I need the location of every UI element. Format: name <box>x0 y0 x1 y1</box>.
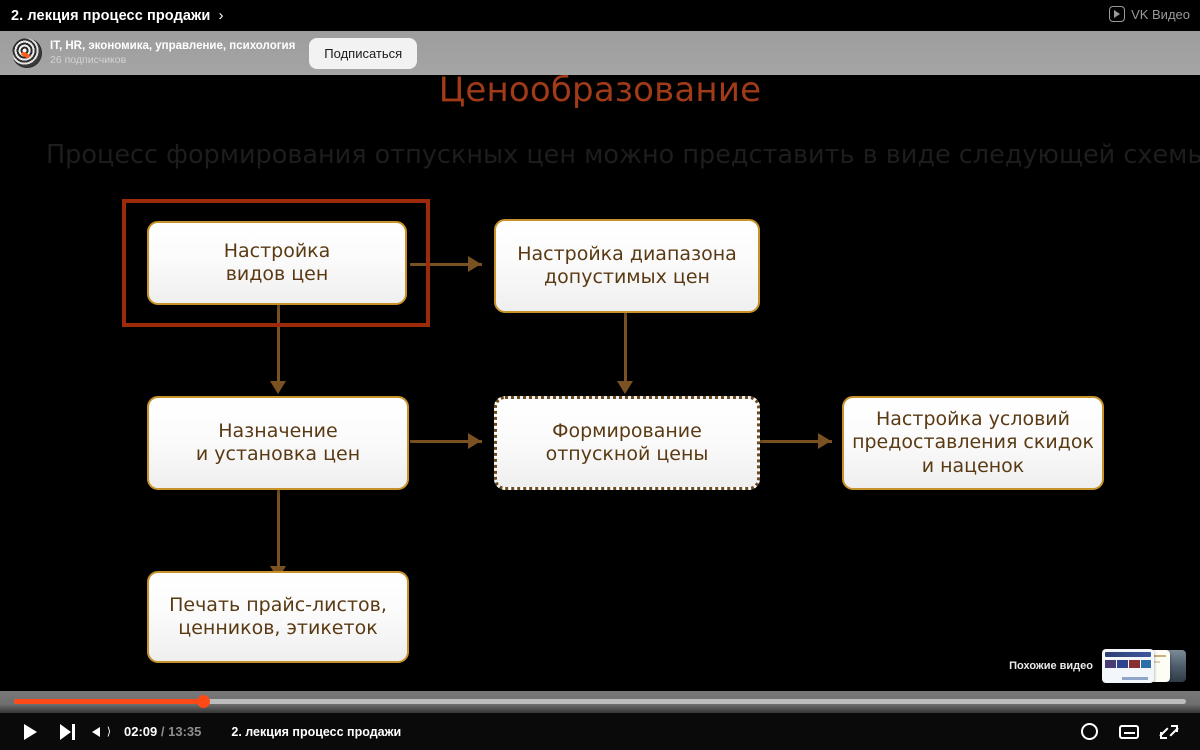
video-title[interactable]: 2. лекция процесс продажи <box>11 7 211 24</box>
node-line-1: Настройка условий <box>876 408 1070 431</box>
related-videos-thumbnail[interactable] <box>1102 648 1186 684</box>
thumbnail-front <box>1102 649 1154 683</box>
connector-n1-to-n3 <box>277 303 280 385</box>
channel-avatar[interactable] <box>12 38 42 68</box>
duration: 13:35 <box>168 724 202 739</box>
arrow-head-n3-to-n4 <box>468 433 481 449</box>
connector-n4-to-n5 <box>760 440 832 443</box>
node-line-1: Печать прайс-листов, <box>169 593 387 616</box>
arrow-head-n1-to-n3 <box>270 381 286 394</box>
thumb-footer <box>1122 677 1148 680</box>
thumb-chevron <box>1129 660 1140 668</box>
player-top-bar: 2. лекция процесс продажи › VK Видео <box>0 0 1200 31</box>
channel-subscribers: 26 подписчиков <box>50 53 127 66</box>
vk-brand-label: VK Видео <box>1131 6 1190 22</box>
volume-icon: ⟩ <box>92 724 112 740</box>
volume-button[interactable]: ⟩ <box>84 713 120 750</box>
play-button[interactable] <box>10 713 50 750</box>
node-line-2: видов цен <box>225 263 329 285</box>
diagram-node-formirovanie-otpusknoy-ceny[interactable]: Формирование отпускной цены <box>494 396 760 490</box>
node-line-1: Настройка диапазона <box>517 242 737 265</box>
exit-fullscreen-icon <box>1159 723 1179 741</box>
play-box-icon <box>1109 6 1126 22</box>
channel-strip: IT, HR, экономика, управление, психологи… <box>0 31 1200 75</box>
related-videos-label: Похожие видео <box>1009 660 1093 672</box>
next-track-icon <box>59 723 75 740</box>
next-button[interactable] <box>50 713 84 750</box>
progress-knob[interactable] <box>197 695 211 708</box>
related-videos[interactable]: Похожие видео <box>1009 648 1186 684</box>
progress-track[interactable] <box>14 695 1186 708</box>
chevron-right-icon[interactable]: › <box>218 7 224 24</box>
diagram-node-nastroyka-vidov-cen[interactable]: Настройка видов цен <box>147 221 407 305</box>
time-display: 02:09 / 13:35 <box>124 724 201 739</box>
thumb-title-bar <box>1105 652 1151 657</box>
controls-video-title: 2. лекция процесс продажи <box>231 724 402 739</box>
node-line-1: Назначение <box>218 419 338 442</box>
thumb-chevron <box>1105 660 1116 668</box>
thumb-chevron <box>1117 660 1128 668</box>
controls-right-group <box>1072 713 1200 750</box>
time-separator: / <box>160 724 165 739</box>
channel-info[interactable]: IT, HR, экономика, управление, психологи… <box>50 40 295 65</box>
node-line-2: предоставления скидок <box>852 431 1094 454</box>
node-line-3: и наценок <box>921 454 1025 477</box>
node-line-2: и установка цен <box>195 443 361 465</box>
thumb-chevron <box>1141 660 1151 668</box>
play-icon <box>23 723 37 740</box>
node-line-1: Настройка <box>223 239 331 262</box>
node-line-2: допустимых цен <box>544 266 710 288</box>
vk-video-brand[interactable]: VK Видео <box>1109 6 1190 22</box>
node-line-2: ценников, этикеток <box>178 617 378 639</box>
node-line-1: Формирование <box>552 419 702 442</box>
connector-n3-to-n6 <box>277 490 280 570</box>
diagram-node-nastroyka-diapazona[interactable]: Настройка диапазона допустимых цен <box>494 219 760 313</box>
highlight-rectangle-n1 <box>122 199 430 327</box>
arrow-head-n2-to-n4 <box>617 381 633 394</box>
diagram-node-naznachenie-ustanovka[interactable]: Назначение и установка цен <box>147 396 409 490</box>
progress-played <box>14 699 204 704</box>
player-controls: ⟩ 02:09 / 13:35 2. лекция процесс продаж… <box>0 713 1200 750</box>
diagram-node-nastroyka-usloviy-skidok[interactable]: Настройка условий предоставления скидок … <box>842 396 1104 490</box>
arrow-head-n1-to-n2 <box>468 256 481 272</box>
gear-icon <box>1080 723 1098 740</box>
progress-bar-area <box>0 691 1200 713</box>
slide-title: Ценообразование <box>438 70 762 110</box>
subtitles-button[interactable] <box>1112 713 1146 750</box>
arrow-head-n4-to-n5 <box>818 433 831 449</box>
channel-name: IT, HR, экономика, управление, психологи… <box>50 40 296 53</box>
diagram-node-pechat-prays-listov[interactable]: Печать прайс-листов, ценников, этикеток <box>147 571 409 663</box>
node-line-2: отпускной цены <box>545 443 709 465</box>
current-time: 02:09 <box>124 724 158 739</box>
connector-n3-to-n4 <box>410 440 482 443</box>
settings-button[interactable] <box>1072 713 1106 750</box>
pricing-flow-diagram: Настройка видов цен Настройка диапазона … <box>0 31 1200 691</box>
slide-subtitle: Процесс формирования отпускных цен можно… <box>46 140 1200 170</box>
connector-n1-to-n2 <box>410 263 482 266</box>
fullscreen-button[interactable] <box>1152 713 1186 750</box>
closed-captions-icon <box>1119 724 1139 739</box>
subscribe-button[interactable]: Подписаться <box>309 37 418 69</box>
connector-n2-to-n4 <box>624 313 627 385</box>
